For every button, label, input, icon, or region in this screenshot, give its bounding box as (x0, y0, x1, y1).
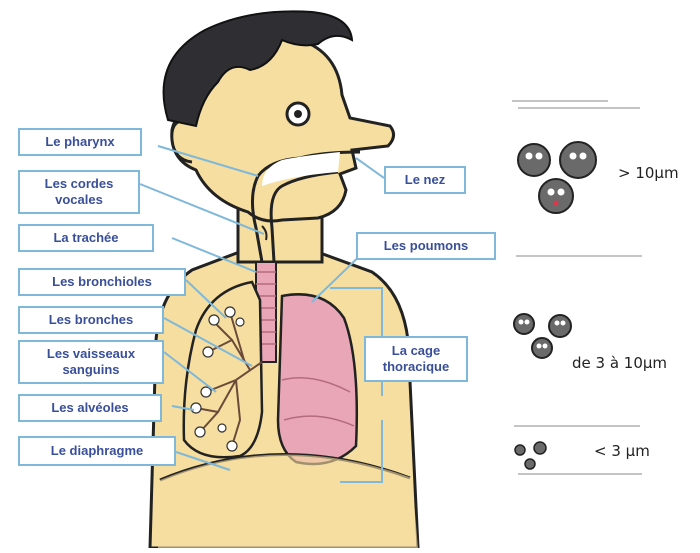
label-bronchioles: Les bronchioles (18, 268, 186, 296)
label-cage-thoracique: La cage thoracique (364, 336, 468, 382)
label-alveoles: Les alvéoles (18, 394, 162, 422)
label-bronches: Les bronches (18, 306, 164, 334)
label-poumons: Les poumons (356, 232, 496, 260)
particles-small (515, 442, 546, 469)
label-diaphragme: Le diaphragme (18, 436, 176, 466)
label-cordes-vocales: Les cordes vocales (18, 170, 140, 214)
label-vaisseaux-sanguins: Les vaisseaux sanguins (18, 340, 164, 384)
label-trachee: La trachée (18, 224, 154, 252)
label-nez: Le nez (384, 166, 466, 194)
particle-size-small: < 3 µm (594, 442, 650, 460)
particle-size-medium: de 3 à 10µm (572, 354, 667, 372)
label-pharynx: Le pharynx (18, 128, 142, 156)
particle-size-large: > 10µm (618, 164, 679, 182)
